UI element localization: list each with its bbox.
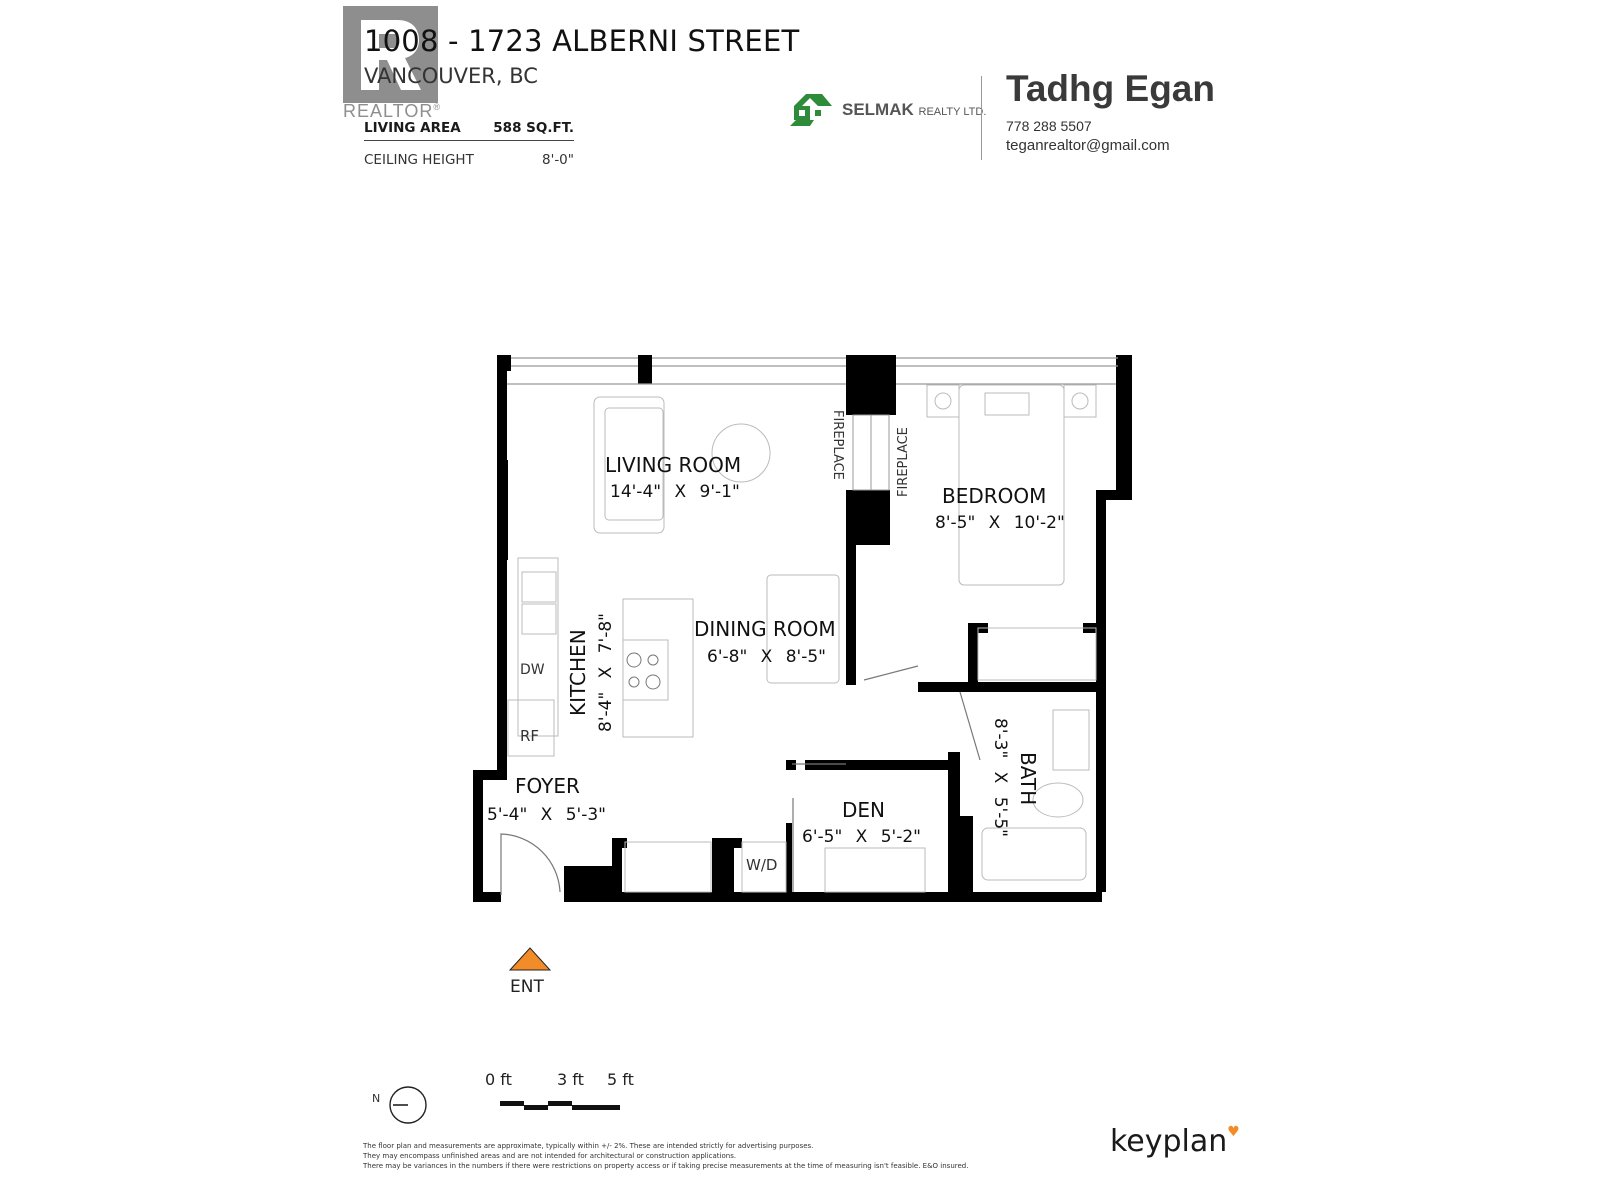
realtor-wordmark: REALTOR®: [343, 101, 441, 121]
spec-living-area: LIVING AREA 588 SQ.FT.: [364, 120, 574, 141]
room-dining-room: DINING ROOM: [694, 617, 836, 641]
agent-email[interactable]: teganrealtor@gmail.com: [1006, 137, 1170, 154]
realtor-logo: [343, 6, 438, 103]
dishwasher-label: DW: [520, 662, 545, 678]
room-living-room: LIVING ROOM: [605, 453, 742, 477]
scale-label-0: 0 ft: [485, 1070, 512, 1089]
washer-dryer-label: W/D: [746, 856, 778, 874]
room-bath: BATH: [1016, 752, 1040, 806]
disclaimer-line: There may be variances in the numbers if…: [363, 1162, 969, 1170]
scale-label-5: 5 ft: [607, 1070, 634, 1089]
dims-bath: 8'-3" X 5'-5": [990, 718, 1010, 837]
spec-label: LIVING AREA: [364, 120, 461, 136]
dims-kitchen: 8'-4" X 7'-8": [596, 613, 616, 732]
dims-living-room: 14'-4" X 9'-1": [610, 482, 740, 502]
brokerage-suffix: REALTY LTD.: [918, 106, 987, 118]
property-city: VANCOUVER, BC: [364, 64, 538, 88]
room-bedroom: BEDROOM: [942, 484, 1047, 508]
keyplan-accent-icon: ♥: [1227, 1124, 1240, 1140]
room-foyer: FOYER: [515, 774, 580, 798]
header-divider: [981, 76, 982, 160]
brokerage-name: SELMAK: [842, 100, 914, 119]
scale-label-3: 3 ft: [557, 1070, 584, 1089]
dims-den: 6'-5" X 5'-2": [802, 827, 921, 847]
refrigerator-label: RF: [520, 727, 540, 745]
spec-ceiling-height: CEILING HEIGHT 8'-0": [364, 152, 574, 168]
fireplace-label-right: FIREPLACE: [896, 427, 911, 497]
realtor-r-icon: [361, 20, 421, 90]
dims-dining-room: 6'-8" X 8'-5": [707, 647, 826, 667]
dims-bedroom: 8'-5" X 10'-2": [935, 513, 1065, 533]
fireplace-label-left: FIREPLACE: [830, 410, 845, 480]
spec-value: 588 SQ.FT.: [493, 120, 574, 136]
disclaimer-line: The floor plan and measurements are appr…: [363, 1142, 814, 1150]
entrance-label: ENT: [510, 977, 544, 997]
property-address: 1008 - 1723 ALBERNI STREET: [364, 24, 800, 58]
keyplan-wordmark: keyplan: [1110, 1124, 1228, 1159]
room-kitchen: KITCHEN: [566, 629, 590, 716]
room-den: DEN: [842, 798, 885, 822]
brokerage-logo: SELMAK REALTY LTD.: [788, 92, 986, 128]
spec-label: CEILING HEIGHT: [364, 152, 474, 168]
agent-phone[interactable]: 778 288 5507: [1006, 118, 1092, 134]
north-label: N: [372, 1092, 381, 1105]
dims-foyer: 5'-4" X 5'-3": [487, 805, 606, 825]
disclaimer-line: They may encompass unfinished areas and …: [363, 1152, 737, 1160]
agent-name: Tadhg Egan: [1006, 68, 1215, 109]
keyplan-logo: keyplan♥: [1110, 1124, 1240, 1159]
spec-value: 8'-0": [542, 152, 574, 168]
house-icon: [790, 94, 832, 126]
